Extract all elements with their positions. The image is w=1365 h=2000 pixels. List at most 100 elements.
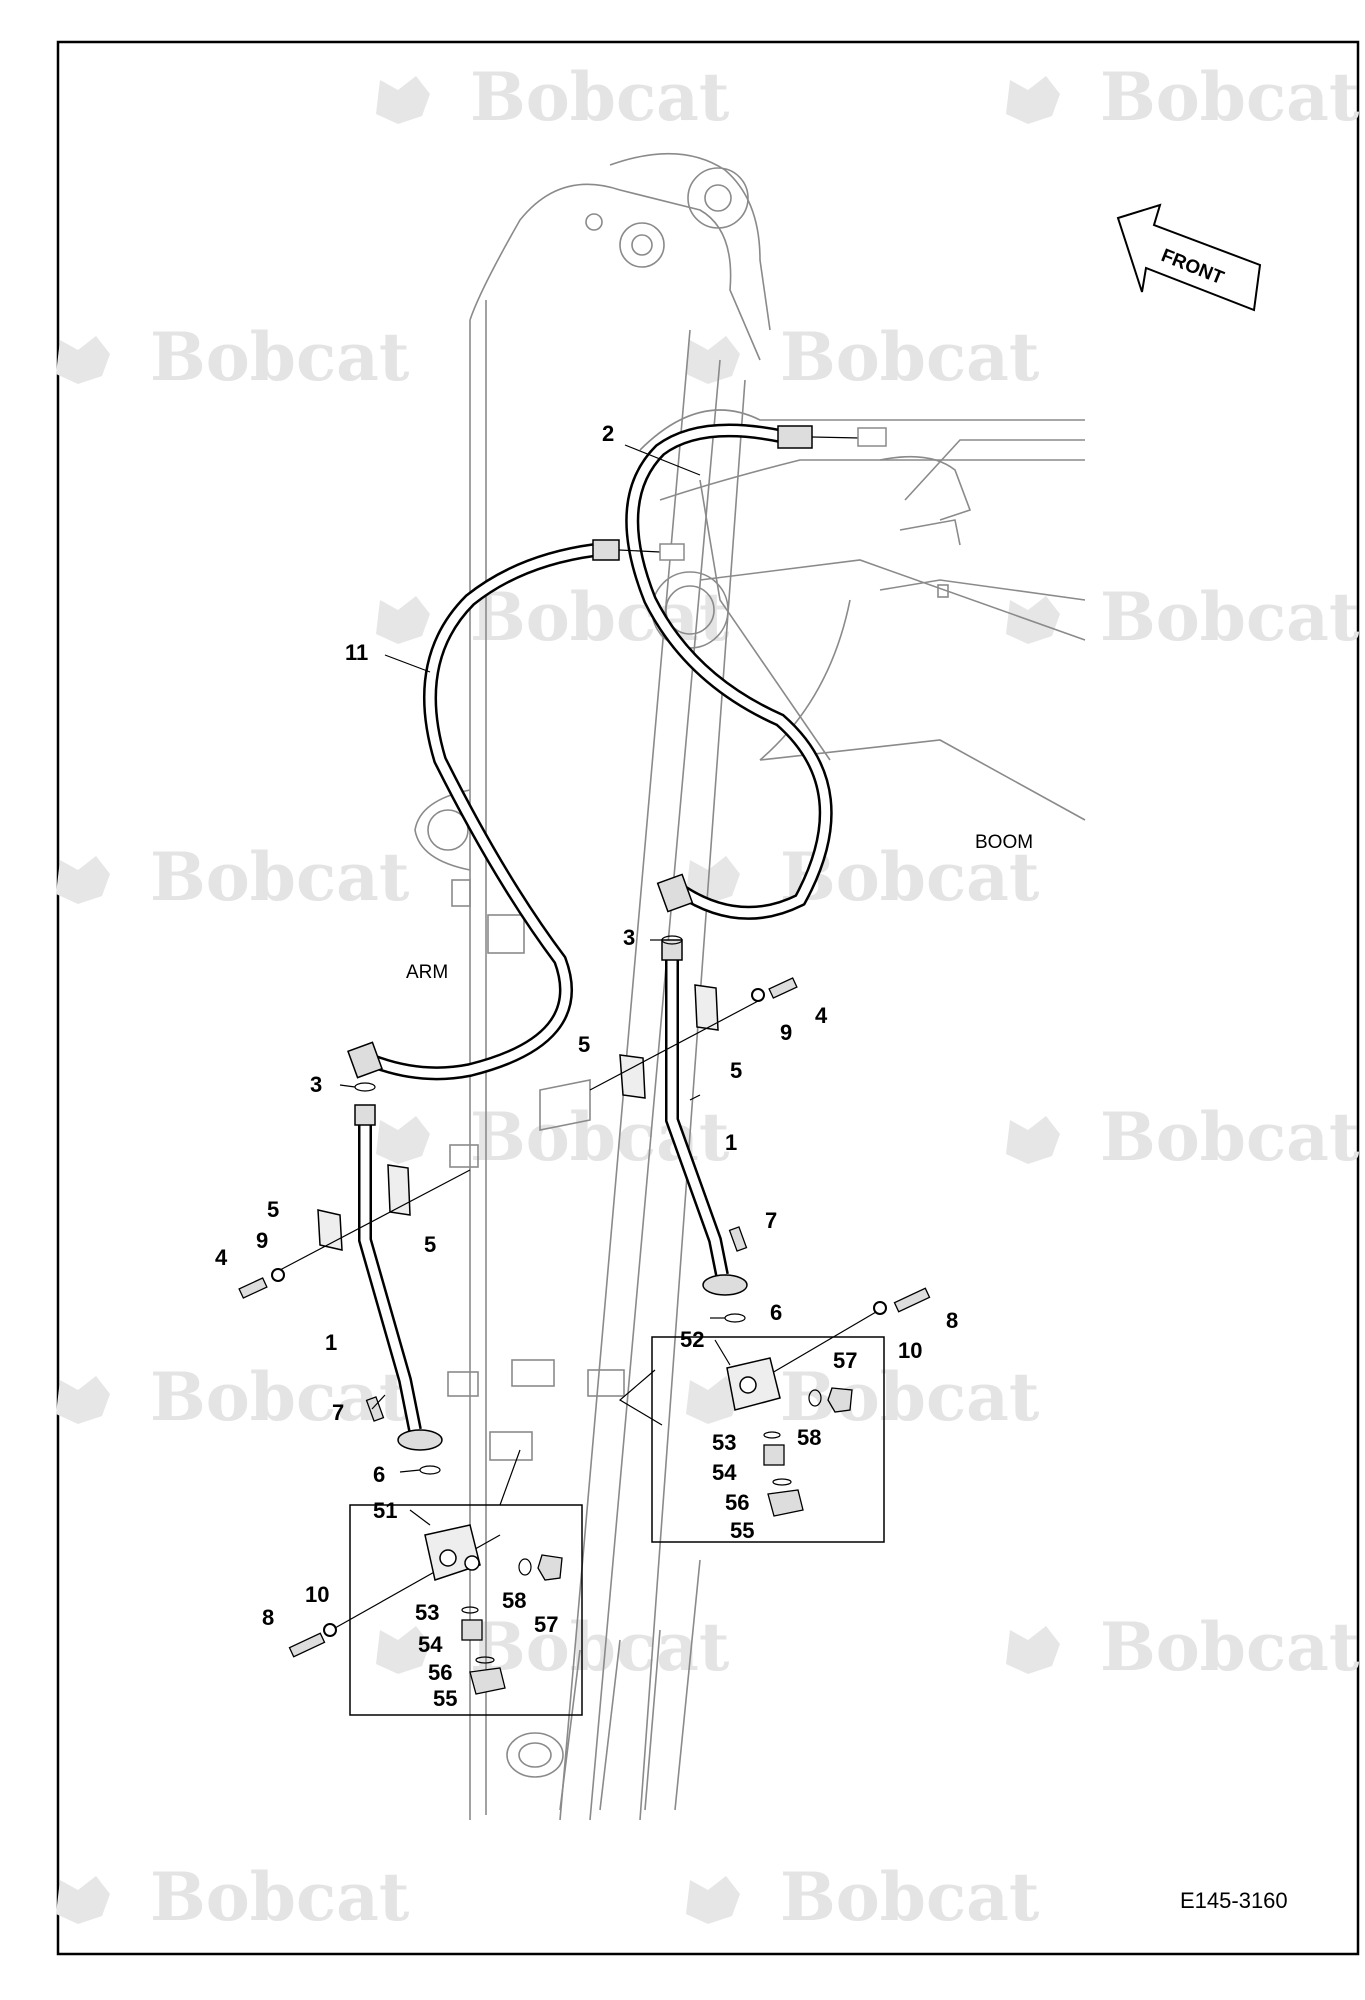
watermark-registered-mark: ®	[360, 887, 372, 904]
watermark-text: Bobcat	[150, 1358, 410, 1436]
bobcat-logo-icon	[376, 1116, 430, 1164]
callout-label: 53	[712, 1430, 736, 1455]
bobcat-watermark: Bobcat®	[56, 318, 410, 396]
watermark-registered-mark: ®	[1310, 1147, 1322, 1164]
bobcat-watermark: Bobcat®	[686, 1358, 1040, 1436]
watermark-text: Bobcat	[470, 578, 730, 656]
callout-label: 52	[680, 1327, 704, 1352]
bobcat-logo-icon	[376, 1626, 430, 1674]
bobcat-logo-icon	[1006, 1626, 1060, 1674]
bobcat-logo-icon	[1006, 1116, 1060, 1164]
watermark-text: Bobcat	[1100, 1098, 1360, 1176]
bobcat-watermark: Bobcat®	[1006, 578, 1360, 656]
watermark-text: Bobcat	[780, 1858, 1040, 1936]
bobcat-watermark: Bobcat®	[56, 838, 410, 916]
callout-label: 55	[433, 1686, 457, 1711]
callout-label: 57	[534, 1612, 558, 1637]
callout-label: 6	[373, 1462, 385, 1487]
callout-label: 54	[418, 1632, 443, 1657]
steel-tubes	[354, 935, 748, 1475]
callout-label: 2	[602, 421, 614, 446]
boom-tag: BOOM	[975, 832, 1033, 853]
watermark-layer: Bobcat®Bobcat®Bobcat®Bobcat®Bobcat®Bobca…	[56, 58, 1360, 1936]
watermark-registered-mark: ®	[1310, 1657, 1322, 1674]
callout-label: 9	[256, 1228, 268, 1253]
bobcat-watermark: Bobcat®	[1006, 58, 1360, 136]
clamps-and-fasteners	[238, 977, 931, 1658]
bobcat-logo-icon	[686, 856, 740, 904]
callout-label: 10	[898, 1338, 922, 1363]
bobcat-logo-icon	[686, 336, 740, 384]
watermark-registered-mark: ®	[680, 107, 692, 124]
callout-label: 53	[415, 1600, 439, 1625]
boom-arm-structure	[414, 152, 1086, 1821]
callout-label: 1	[725, 1130, 737, 1155]
callout-label: 7	[332, 1400, 344, 1425]
bobcat-logo-icon	[56, 1876, 110, 1924]
bobcat-logo-icon	[56, 1376, 110, 1424]
bobcat-watermark: Bobcat®	[686, 318, 1040, 396]
watermark-registered-mark: ®	[1310, 107, 1322, 124]
watermark-registered-mark: ®	[990, 367, 1002, 384]
valve-detail-boxes	[349, 1336, 885, 1716]
callout-label: 5	[730, 1058, 742, 1083]
watermark-registered-mark: ®	[360, 1407, 372, 1424]
callout-label: 9	[780, 1020, 792, 1045]
bobcat-watermark: Bobcat®	[1006, 1098, 1360, 1176]
bobcat-logo-icon	[686, 1376, 740, 1424]
callout-label: 5	[578, 1032, 590, 1057]
bobcat-watermark: Bobcat®	[1006, 1608, 1360, 1686]
watermark-registered-mark: ®	[1310, 627, 1322, 644]
front-direction-arrow: FRONT	[1116, 203, 1262, 312]
callout-label: 5	[424, 1232, 436, 1257]
callout-label: 57	[833, 1348, 857, 1373]
callout-leaders	[339, 444, 731, 1526]
hydraulic-hoses	[347, 423, 887, 1081]
watermark-text: Bobcat	[150, 1858, 410, 1936]
bobcat-logo-icon	[1006, 596, 1060, 644]
watermark-registered-mark: ®	[990, 1407, 1002, 1424]
callout-label: 3	[310, 1072, 322, 1097]
bobcat-logo-icon	[376, 76, 430, 124]
callout-label: 58	[502, 1588, 526, 1613]
watermark-text: Bobcat	[150, 838, 410, 916]
watermark-registered-mark: ®	[990, 1907, 1002, 1924]
bobcat-watermark: Bobcat®	[686, 1858, 1040, 1936]
drawing-reference: E145-3160	[1180, 1888, 1288, 1913]
callout-label: 55	[730, 1518, 754, 1543]
bobcat-logo-icon	[56, 336, 110, 384]
watermark-registered-mark: ®	[360, 1907, 372, 1924]
callout-label: 56	[428, 1660, 452, 1685]
watermark-registered-mark: ®	[360, 367, 372, 384]
bobcat-watermark: Bobcat®	[376, 578, 730, 656]
bobcat-watermark: Bobcat®	[376, 58, 730, 136]
watermark-text: Bobcat	[1100, 1608, 1360, 1686]
callout-label: 10	[305, 1582, 329, 1607]
callout-label: 51	[373, 1498, 397, 1523]
callout-label: 6	[770, 1300, 782, 1325]
callout-label: 3	[623, 925, 635, 950]
callout-label: 54	[712, 1460, 737, 1485]
bobcat-logo-icon	[686, 1876, 740, 1924]
callout-label: 4	[215, 1245, 228, 1270]
bobcat-watermark: Bobcat®	[56, 1858, 410, 1936]
bobcat-watermark: Bobcat®	[56, 1358, 410, 1436]
callout-label: 8	[946, 1308, 958, 1333]
callout-label: 58	[797, 1425, 821, 1450]
callout-label: 11	[345, 640, 368, 665]
arm-tag: ARM	[406, 962, 448, 983]
watermark-text: Bobcat	[1100, 578, 1360, 656]
callout-label: 1	[325, 1330, 337, 1355]
bobcat-logo-icon	[376, 596, 430, 644]
watermark-text: Bobcat	[780, 318, 1040, 396]
callout-numbers: 2 11 3 4 9 5 5 1 7 6 8 10 52 57 53 58 54…	[215, 421, 958, 1711]
watermark-text: Bobcat	[470, 1608, 730, 1686]
watermark-registered-mark: ®	[990, 887, 1002, 904]
watermark-text: Bobcat	[470, 58, 730, 136]
diagram-frame	[56, 40, 1360, 1956]
callout-label: 8	[262, 1605, 274, 1630]
callout-label: 7	[765, 1208, 777, 1233]
watermark-text: Bobcat	[780, 1358, 1040, 1436]
callout-label: 4	[815, 1003, 828, 1028]
